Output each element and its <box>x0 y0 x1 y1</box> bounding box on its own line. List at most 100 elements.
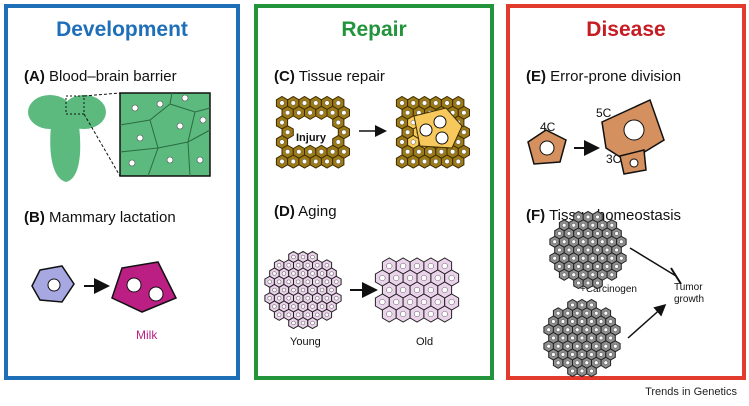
tissue-cell-nucleus <box>305 312 310 317</box>
tissue-cell-nucleus <box>581 239 586 244</box>
hex-cell-nucleus <box>455 158 461 165</box>
tissue-cell-nucleus <box>557 247 562 253</box>
tissue-cell-nucleus <box>565 360 570 365</box>
tissue-cell-nucleus <box>614 264 619 269</box>
tissue-cell-nucleus <box>590 256 595 261</box>
tissue-cell-nucleus <box>329 304 334 309</box>
panel-c-letter: (C) <box>274 68 295 85</box>
tissue-cell-nucleus <box>400 286 407 294</box>
tissue-cell-nucleus <box>579 368 585 374</box>
tissue-cell-nucleus <box>575 327 580 332</box>
tissue-cell-nucleus <box>556 327 561 332</box>
tissue-cell-nucleus <box>576 231 581 236</box>
tissue-cell-nucleus <box>386 310 393 318</box>
tissue-cell-nucleus <box>277 263 282 268</box>
tissue-cell-nucleus <box>581 272 586 277</box>
tissue-cell-nucleus <box>571 256 576 261</box>
tissue-cell-nucleus <box>584 327 589 332</box>
hex-cell-nucleus <box>313 158 319 165</box>
tissue-cell-nucleus <box>324 312 329 317</box>
tissue-cell-nucleus <box>600 256 605 261</box>
tissue-cell-nucleus <box>319 304 325 309</box>
young-tissue <box>264 250 342 330</box>
tissue-cell-nucleus <box>386 262 393 270</box>
tissue-cell-nucleus <box>296 312 301 317</box>
tissue-cell-nucleus <box>585 214 591 220</box>
tissue-cell-nucleus <box>609 256 614 261</box>
repair-cell-nucleus <box>433 115 447 129</box>
tissue-cell-nucleus <box>427 286 434 294</box>
tissue-cell-nucleus <box>584 344 589 349</box>
tissue-cell-nucleus <box>600 223 605 228</box>
tissue-cell-nucleus <box>603 311 608 316</box>
tissue-cell-nucleus <box>272 304 277 309</box>
tissue-cell-nucleus <box>272 287 277 293</box>
tissue-cell-nucleus <box>570 368 575 374</box>
tissue-cell-nucleus <box>310 271 315 276</box>
tissue-cell-nucleus <box>570 319 575 324</box>
tissue-cell-nucleus <box>585 231 591 236</box>
tissue-cell-nucleus <box>565 327 570 332</box>
hex-cell-nucleus <box>455 100 461 106</box>
hex-cell-nucleus <box>301 158 308 165</box>
panel-f-letter: (F) <box>526 207 546 224</box>
disease-panel: Disease (E) Error-prone division (F) Tis… <box>506 4 746 380</box>
tissue-cell-nucleus <box>296 263 301 268</box>
tissue-cell-nucleus <box>329 287 334 293</box>
tissue-cell-nucleus <box>413 262 421 270</box>
tissue-cell-nucleus <box>557 264 562 269</box>
tissue-cell-nucleus <box>609 239 614 244</box>
hex-cell-nucleus <box>461 129 467 135</box>
tissue-cell-nucleus <box>420 298 427 306</box>
hex-cell-nucleus <box>341 129 347 135</box>
tissue-cell-nucleus <box>566 247 572 253</box>
tissue-cell-nucleus <box>579 319 585 324</box>
tissue-cell-nucleus <box>324 263 329 268</box>
panel-c-text: Tissue repair <box>298 68 385 85</box>
label-5c: 5C <box>596 106 612 120</box>
repaired-tissue <box>395 95 470 169</box>
hex-cell-nucleus <box>399 119 405 126</box>
tumor-line-2: growth <box>674 294 705 305</box>
tissue-cell-nucleus <box>441 310 448 318</box>
hex-cell-nucleus <box>427 149 433 155</box>
tissue-cell-nucleus <box>556 360 561 365</box>
tissue-cell-nucleus <box>609 223 614 228</box>
development-title: Development <box>56 18 188 41</box>
hex-cell-nucleus <box>444 100 450 106</box>
tissue-cell-nucleus <box>400 310 407 318</box>
tissue-cell-nucleus <box>595 280 600 286</box>
hex-cell-nucleus <box>433 158 439 165</box>
tissue-cell-nucleus <box>589 368 594 374</box>
tissue-cell-nucleus <box>562 272 567 277</box>
tissue-cell-nucleus <box>581 256 586 261</box>
old-label: Old <box>416 336 434 348</box>
tissue-cell-nucleus <box>319 271 325 276</box>
tissue-cell-nucleus <box>267 296 272 301</box>
tissue-cell-nucleus <box>589 335 594 341</box>
tissue-cell-nucleus <box>589 319 594 324</box>
hex-cell-nucleus <box>421 100 428 106</box>
tissue-cell-nucleus <box>575 360 580 365</box>
repair-cell-nucleus <box>435 131 449 145</box>
tissue-cell-nucleus <box>608 335 613 341</box>
tissue-cell-nucleus <box>315 279 320 284</box>
tissue-cell-nucleus <box>551 352 556 357</box>
tissue-cell-nucleus <box>310 304 315 309</box>
tissue-cell-nucleus <box>334 296 339 301</box>
tissue-cell-nucleus <box>589 302 594 308</box>
tissue-cell-nucleus <box>585 247 591 253</box>
tissue-cell-nucleus <box>576 280 581 286</box>
old-tissue <box>374 257 460 323</box>
hex-cell-nucleus <box>279 119 285 126</box>
label-4c: 4C <box>540 120 556 134</box>
tissue-cell-nucleus <box>427 310 434 318</box>
tissue-cell-nucleus <box>584 360 589 365</box>
hex-cell-nucleus <box>410 158 416 165</box>
hex-cell-nucleus <box>285 149 291 155</box>
tissue-cell-nucleus <box>566 231 572 236</box>
tissue-cell-nucleus <box>310 320 315 326</box>
tissue-cell-nucleus <box>579 352 585 357</box>
hex-cell-nucleus <box>307 110 313 116</box>
tissue-cell-nucleus <box>300 304 306 309</box>
